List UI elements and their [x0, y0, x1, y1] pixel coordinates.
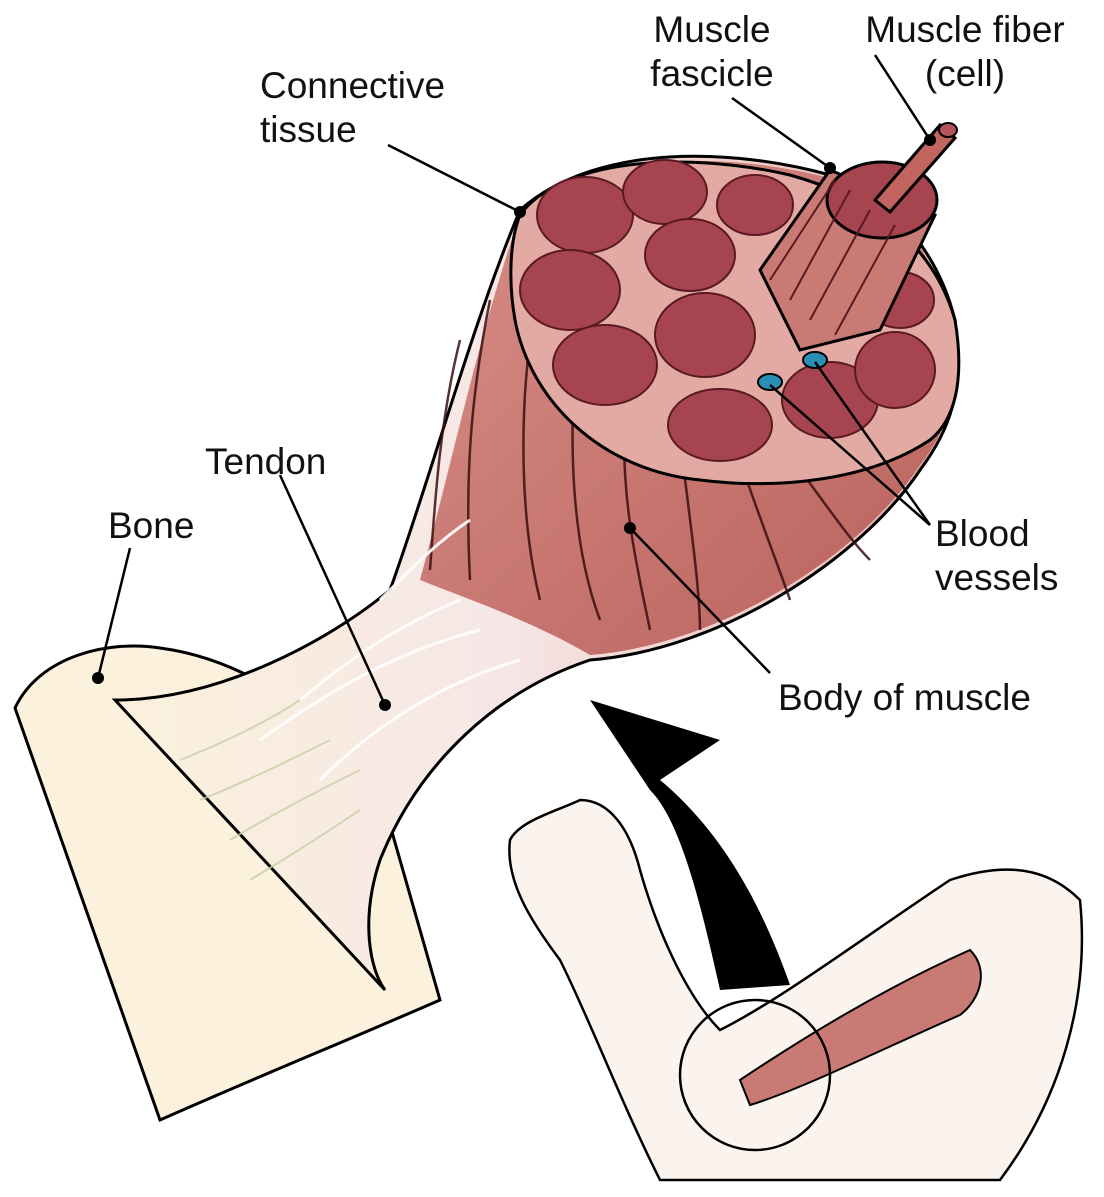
label-muscle-fascicle: Muscle fascicle: [622, 8, 802, 96]
arm-illustration: [509, 800, 1082, 1180]
label-body-of-muscle: Body of muscle: [778, 676, 1031, 720]
label-connective-tissue: Connective tissue: [260, 64, 445, 152]
label-muscle-fiber: Muscle fiber (cell): [840, 8, 1090, 96]
label-bone: Bone: [108, 504, 194, 548]
label-tendon: Tendon: [205, 440, 326, 484]
label-blood-vessels: Blood vessels: [935, 512, 1058, 600]
